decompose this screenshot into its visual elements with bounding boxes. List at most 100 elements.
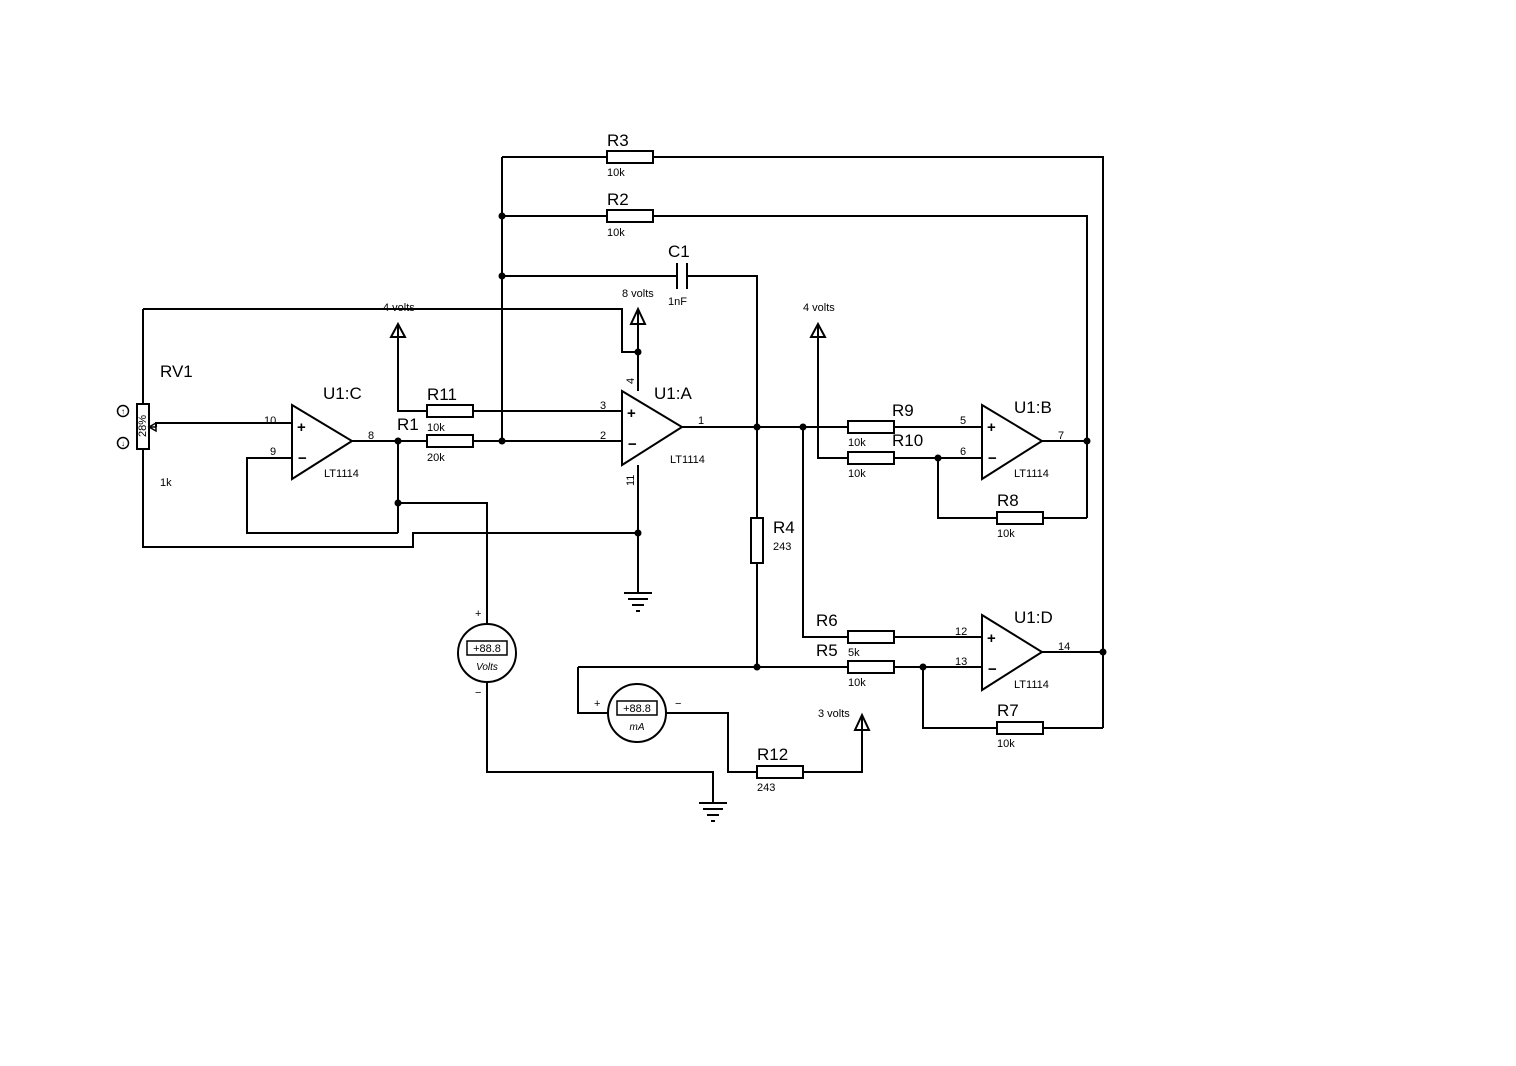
ammeter-plus: + [594, 698, 600, 710]
r9-value: 10k [848, 437, 866, 449]
u1c-pin-10: 10 [264, 415, 276, 427]
wire-r6-net [802, 427, 982, 638]
u1d-pin-14: 14 [1058, 641, 1070, 653]
junction-dot [498, 437, 506, 445]
wire-ammeter-plus [577, 667, 608, 714]
resistor-r11: R11 10k [426, 385, 474, 434]
wire-voltmeter-plus [398, 502, 488, 625]
u1c-part: LT1114 [324, 468, 359, 480]
r7-ref: R7 [997, 701, 1019, 720]
r6-ref: R6 [816, 611, 838, 630]
opamp-u1a: + − U1:A LT1114 3 2 1 4 11 [600, 378, 705, 486]
u1c-plus-sign: + [297, 419, 306, 436]
u1b-ref: U1:B [1014, 398, 1052, 417]
u1a-8v-label: 8 volts [622, 288, 654, 300]
opamp-u1b: + − U1:B LT1114 5 6 7 [960, 398, 1064, 481]
u1b-part: LT1114 [1014, 468, 1049, 480]
potentiometer-rv1: 28% RV1 1k ↑ ↓ [116, 362, 193, 489]
u1c-minus-sign: − [298, 450, 307, 467]
u1b-plus-sign: + [987, 419, 996, 436]
capacitor-c1: C1 1nF [668, 242, 690, 308]
wire-u1b-fb [937, 458, 1087, 519]
r2-ref: R2 [607, 190, 629, 209]
resistor-r12: R12 243 [756, 745, 804, 794]
u1c-ref: U1:C [323, 384, 362, 403]
junctions [394, 212, 1107, 671]
ground-meter [699, 802, 727, 822]
u1b-pin-6: 6 [960, 446, 966, 458]
u1d-minus-sign: − [988, 661, 997, 678]
r12-value: 243 [757, 782, 775, 794]
right-4v-label: 4 volts [803, 302, 835, 314]
wire-u1d-fb [922, 667, 1103, 729]
junction-dot [498, 272, 506, 280]
r5-value: 10k [848, 677, 866, 689]
u1a-pin-1: 1 [698, 415, 704, 427]
r4-ref: R4 [773, 518, 795, 537]
u1d-part: LT1114 [1014, 679, 1049, 691]
ground-u1a [624, 592, 652, 612]
resistor-r2: R2 10k [606, 190, 654, 239]
u1a-part: LT1114 [670, 454, 705, 466]
ammeter-unit: mA [630, 722, 645, 733]
resistor-r3: R3 10k [606, 131, 654, 179]
r5-ref: R5 [816, 641, 838, 660]
resistor-r9: R9 10k [847, 401, 914, 449]
voltmeter-display: +88.8 [473, 643, 501, 655]
u1a-pin-2: 2 [600, 430, 606, 442]
r8-ref: R8 [997, 491, 1019, 510]
wire-r3-net [502, 156, 1104, 728]
junction-dot [799, 423, 807, 431]
voltmeter-minus: − [475, 687, 481, 699]
resistor-r6: R6 5k [816, 611, 895, 659]
wire-rv1-top [143, 308, 639, 353]
opamp-u1d: + − U1:D LT1114 12 13 14 [955, 608, 1070, 692]
u1c-pin-8: 8 [368, 430, 374, 442]
resistor-r1: R1 20k [397, 415, 474, 464]
supply-bottom-3v: 3 volts [818, 708, 871, 731]
junction-dot [394, 499, 402, 507]
r7-value: 10k [997, 738, 1015, 750]
u1b-pin-7: 7 [1058, 430, 1064, 442]
rv1-ref: RV1 [160, 362, 193, 381]
rv1-terminal-up: ↑ [121, 407, 125, 416]
voltmeter: +88.8 Volts + − [457, 608, 517, 699]
junction-dot [1099, 648, 1107, 656]
left-4v-label: 4 volts [383, 302, 415, 314]
ammeter-display: +88.8 [623, 703, 651, 715]
resistor-r4: R4 243 [750, 517, 795, 564]
supply-u1a-8v: 8 volts [622, 288, 654, 325]
u1a-minus-sign: − [628, 436, 637, 453]
r6-value: 5k [848, 647, 860, 659]
bottom-3v-label: 3 volts [818, 708, 850, 720]
r4-value: 243 [773, 541, 791, 553]
junction-dot [1083, 437, 1091, 445]
u1b-minus-sign: − [988, 450, 997, 467]
junction-dot [919, 663, 927, 671]
u1d-ref: U1:D [1014, 608, 1053, 627]
u1a-pin-3: 3 [600, 400, 606, 412]
r11-value: 10k [427, 422, 445, 434]
wire-voltmeter-minus [486, 681, 714, 802]
u1d-plus-sign: + [987, 630, 996, 647]
rv1-wiper-percent: 28% [137, 415, 149, 437]
u1b-pin-5: 5 [960, 415, 966, 427]
opamp-u1c: + − U1:C LT1114 10 9 8 [264, 384, 374, 481]
junction-dot [498, 212, 506, 220]
wire-r2-net [502, 215, 1088, 518]
c1-ref: C1 [668, 242, 690, 261]
u1d-pin-13: 13 [955, 656, 967, 668]
c1-value: 1nF [668, 296, 687, 308]
r3-ref: R3 [607, 131, 629, 150]
junction-dot [634, 529, 642, 537]
r9-ref: R9 [892, 401, 914, 420]
junction-dot [753, 423, 761, 431]
wire-right-4v [817, 337, 848, 459]
u1a-plus-sign: + [627, 405, 636, 422]
resistor-r7: R7 10k [996, 701, 1044, 750]
r1-value: 20k [427, 452, 445, 464]
junction-dot [753, 663, 761, 671]
r1-ref: R1 [397, 415, 419, 434]
r10-ref: R10 [892, 431, 923, 450]
